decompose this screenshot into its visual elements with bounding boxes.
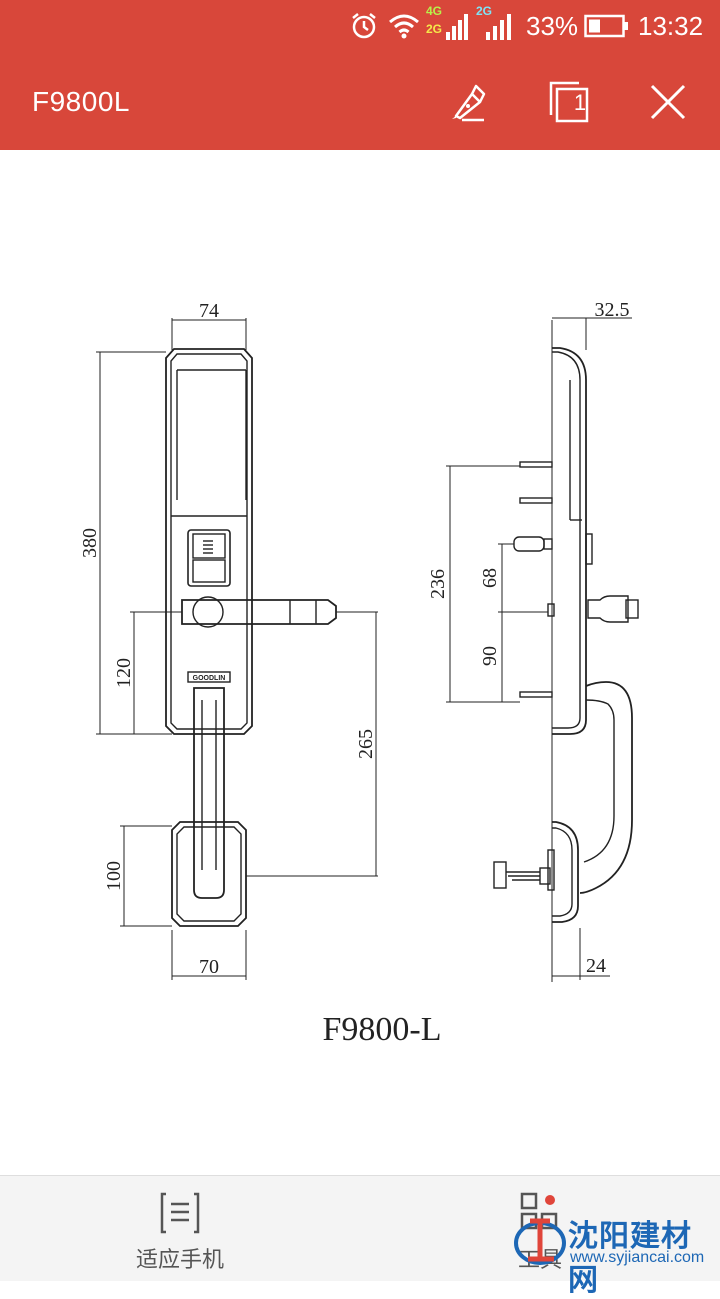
front-view: GOODLIN	[96, 318, 378, 980]
dim-side-236: 236	[427, 569, 449, 599]
network-2g-label: 2G	[426, 22, 443, 36]
status-bar: 4G 2G 2G 33% 13:32	[0, 0, 720, 52]
fit-page-icon	[160, 1192, 200, 1234]
fit-screen-button[interactable]: 适应手机	[120, 1176, 240, 1281]
watermark-name: 沈阳建材网	[568, 1220, 692, 1297]
bottom-toolbar: 适应手机 工具	[0, 1175, 720, 1281]
dim-side-90: 90	[479, 646, 501, 666]
watermark-logo-icon	[514, 1218, 566, 1265]
battery-icon	[584, 10, 630, 42]
dim-handle-offset: 120	[113, 658, 135, 688]
app-header: 4G 2G 2G 33% 13:32 F9800L 1	[0, 0, 720, 150]
dim-height: 380	[79, 528, 101, 558]
lock-drawing: GOODLIN	[79, 299, 639, 1048]
network-4g-label: 4G	[426, 4, 443, 18]
cellular-signal-icon: 4G 2G	[426, 4, 470, 42]
dim-side-bottom: 24	[586, 955, 606, 977]
side-view	[446, 317, 639, 982]
watermark: 沈阳建材网 www.syjiancai.com	[514, 1205, 720, 1297]
pages-icon	[549, 81, 589, 123]
dim-side-top: 32.5	[595, 299, 630, 321]
fit-screen-label: 适应手机	[135, 1247, 224, 1272]
pen-icon	[452, 84, 486, 122]
dim-top-width: 74	[199, 300, 219, 322]
dim-base-height: 100	[103, 861, 125, 891]
page-switch-button[interactable]: 1	[544, 78, 592, 126]
wifi-icon	[388, 10, 420, 42]
cellular-signal-2-icon: 2G	[476, 4, 516, 42]
alarm-icon	[350, 10, 378, 42]
network-2g-sim2-label: 2G	[476, 4, 493, 18]
watermark-url: www.syjiancai.com	[570, 1249, 705, 1266]
document-page[interactable]: GOODLIN	[0, 150, 720, 1175]
clock: 13:32	[638, 10, 704, 41]
dim-lever-span: 265	[355, 729, 377, 759]
close-icon	[650, 84, 686, 120]
close-button[interactable]	[644, 78, 692, 126]
annotate-button[interactable]	[444, 78, 492, 126]
brand-mark: GOODLIN	[193, 675, 226, 682]
dim-base-width: 70	[199, 956, 219, 978]
dim-side-68: 68	[479, 568, 501, 588]
page-badge: 1	[573, 90, 587, 115]
drawing-caption: F9800-L	[323, 1011, 442, 1048]
page-title: F9800L	[32, 86, 130, 117]
battery-percent: 33%	[526, 10, 579, 41]
